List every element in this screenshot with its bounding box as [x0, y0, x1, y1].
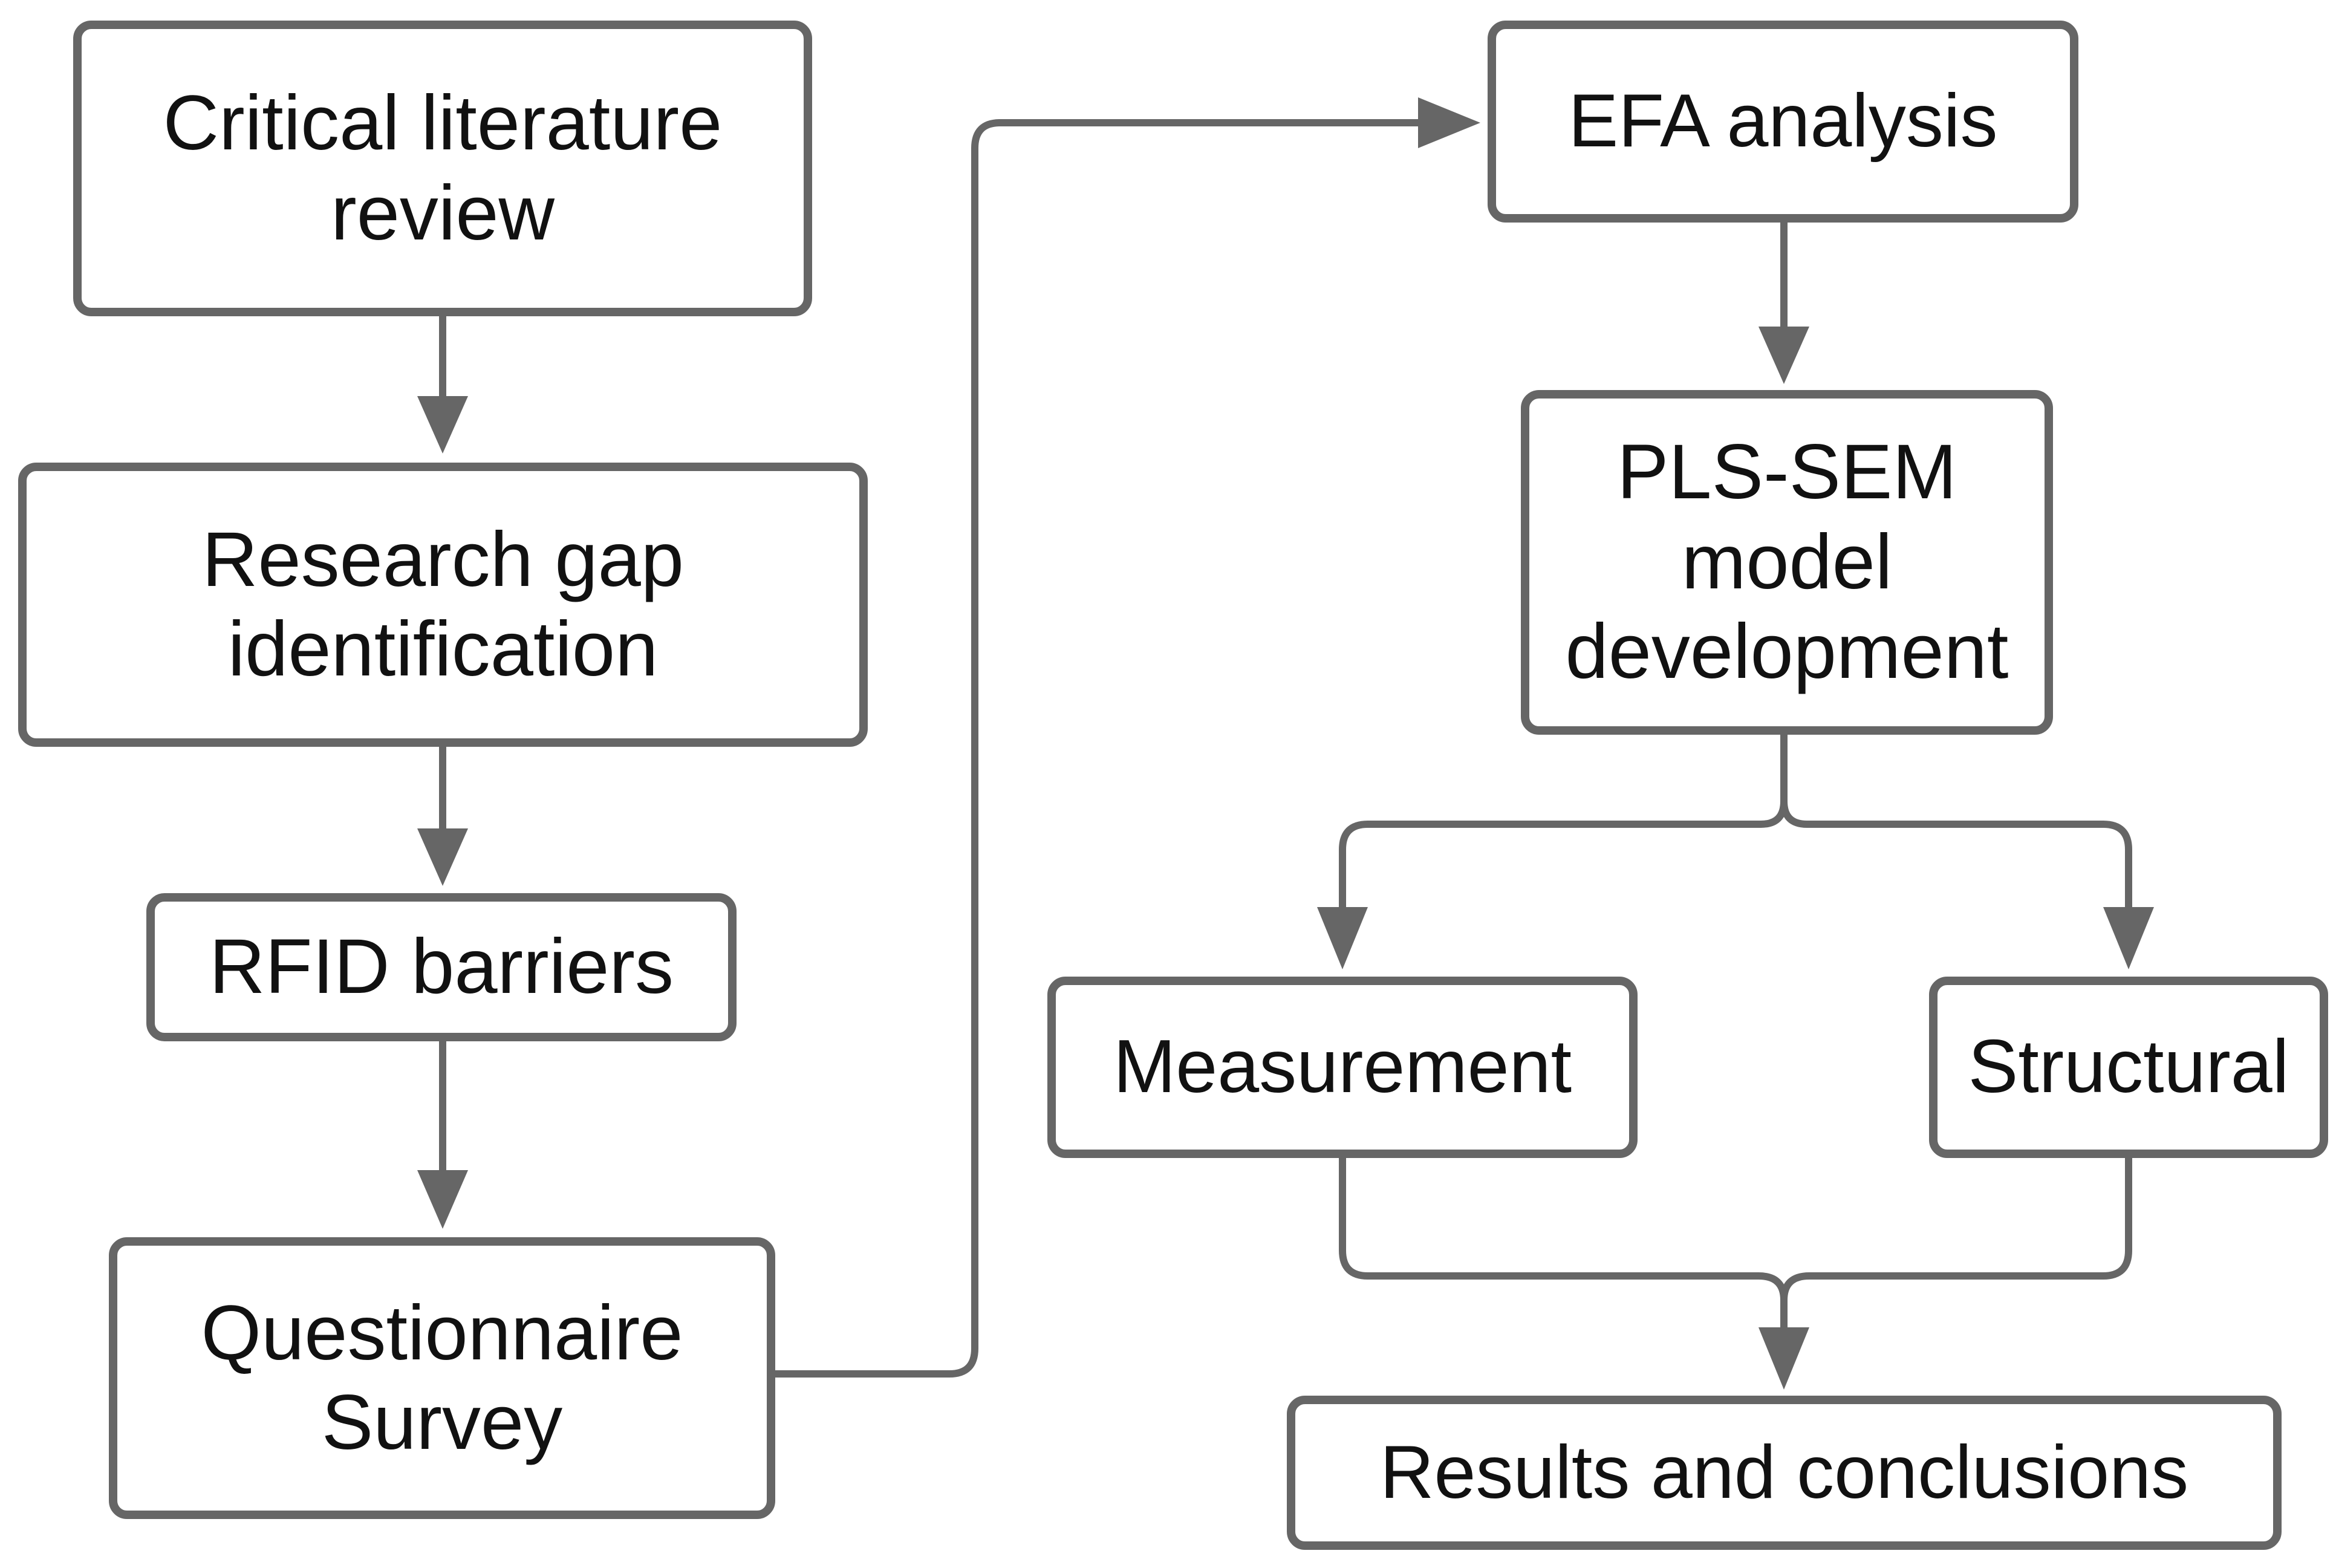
rfid-barriers-label: RFID barriers: [209, 922, 674, 1012]
literature-review-line-2: review: [331, 169, 555, 256]
connector-pls-to-structural: [1780, 801, 2132, 907]
pls-sem-line-2: model: [1681, 518, 1893, 605]
rfid-barriers-box: RFID barriers: [146, 893, 737, 1041]
results-label: Results and conclusions: [1380, 1430, 2188, 1517]
efa-analysis-line-1: EFA analysis: [1568, 79, 1998, 163]
arrowhead-gap-to-rfid: [417, 828, 468, 886]
research-gap-line-2: identification: [227, 606, 659, 692]
connector-structural-to-results: [1780, 1158, 2132, 1301]
arrowhead-questionnaire-to-efa: [1418, 97, 1480, 148]
questionnaire-survey-box: Questionnaire Survey: [109, 1237, 775, 1519]
efa-analysis-label: EFA analysis: [1569, 78, 1998, 165]
research-gap-label: Research gap identification: [202, 515, 684, 695]
research-gap-line-1: Research gap: [202, 516, 684, 603]
measurement-line-1: Measurement: [1113, 1025, 1572, 1109]
results-line-1: Results and conclusions: [1379, 1430, 2189, 1514]
structural-line-1: Structural: [1968, 1025, 2289, 1109]
questionnaire-survey-line-1: Questionnaire: [201, 1289, 683, 1376]
arrowhead-pls-to-measurement: [1317, 907, 1368, 969]
literature-review-line-1: Critical literature: [163, 80, 723, 167]
arrowhead-efa-to-pls: [1759, 327, 1809, 384]
research-gap-box: Research gap identification: [18, 463, 868, 747]
connector-measurement-to-results: [1339, 1158, 1788, 1330]
pls-sem-box: PLS-SEM model development: [1521, 390, 2053, 735]
efa-analysis-box: EFA analysis: [1488, 21, 2078, 223]
connector-pls-to-measurement: [1339, 735, 1788, 907]
pls-sem-label: PLS-SEM model development: [1566, 428, 2009, 697]
structural-label: Structural: [1968, 1024, 2289, 1111]
literature-review-box: Critical literature review: [73, 21, 812, 316]
pls-sem-line-3: development: [1565, 608, 2009, 695]
connector-questionnaire-to-efa: [775, 119, 1418, 1378]
arrowhead-rfid-to-questionnaire: [417, 1170, 468, 1229]
questionnaire-survey-line-2: Survey: [321, 1379, 563, 1466]
pls-sem-line-1: PLS-SEM: [1617, 429, 1957, 516]
results-box: Results and conclusions: [1287, 1396, 2282, 1550]
arrowhead-to-results: [1759, 1327, 1809, 1390]
measurement-label: Measurement: [1113, 1024, 1572, 1111]
rfid-barriers-line-1: RFID barriers: [209, 923, 674, 1010]
structural-box: Structural: [1929, 977, 2328, 1158]
arrowhead-pls-to-structural: [2103, 907, 2154, 969]
literature-review-label: Critical literature review: [163, 79, 723, 258]
arrowhead-literature-to-gap: [417, 396, 468, 454]
questionnaire-survey-label: Questionnaire Survey: [201, 1289, 683, 1468]
measurement-box: Measurement: [1047, 977, 1638, 1158]
